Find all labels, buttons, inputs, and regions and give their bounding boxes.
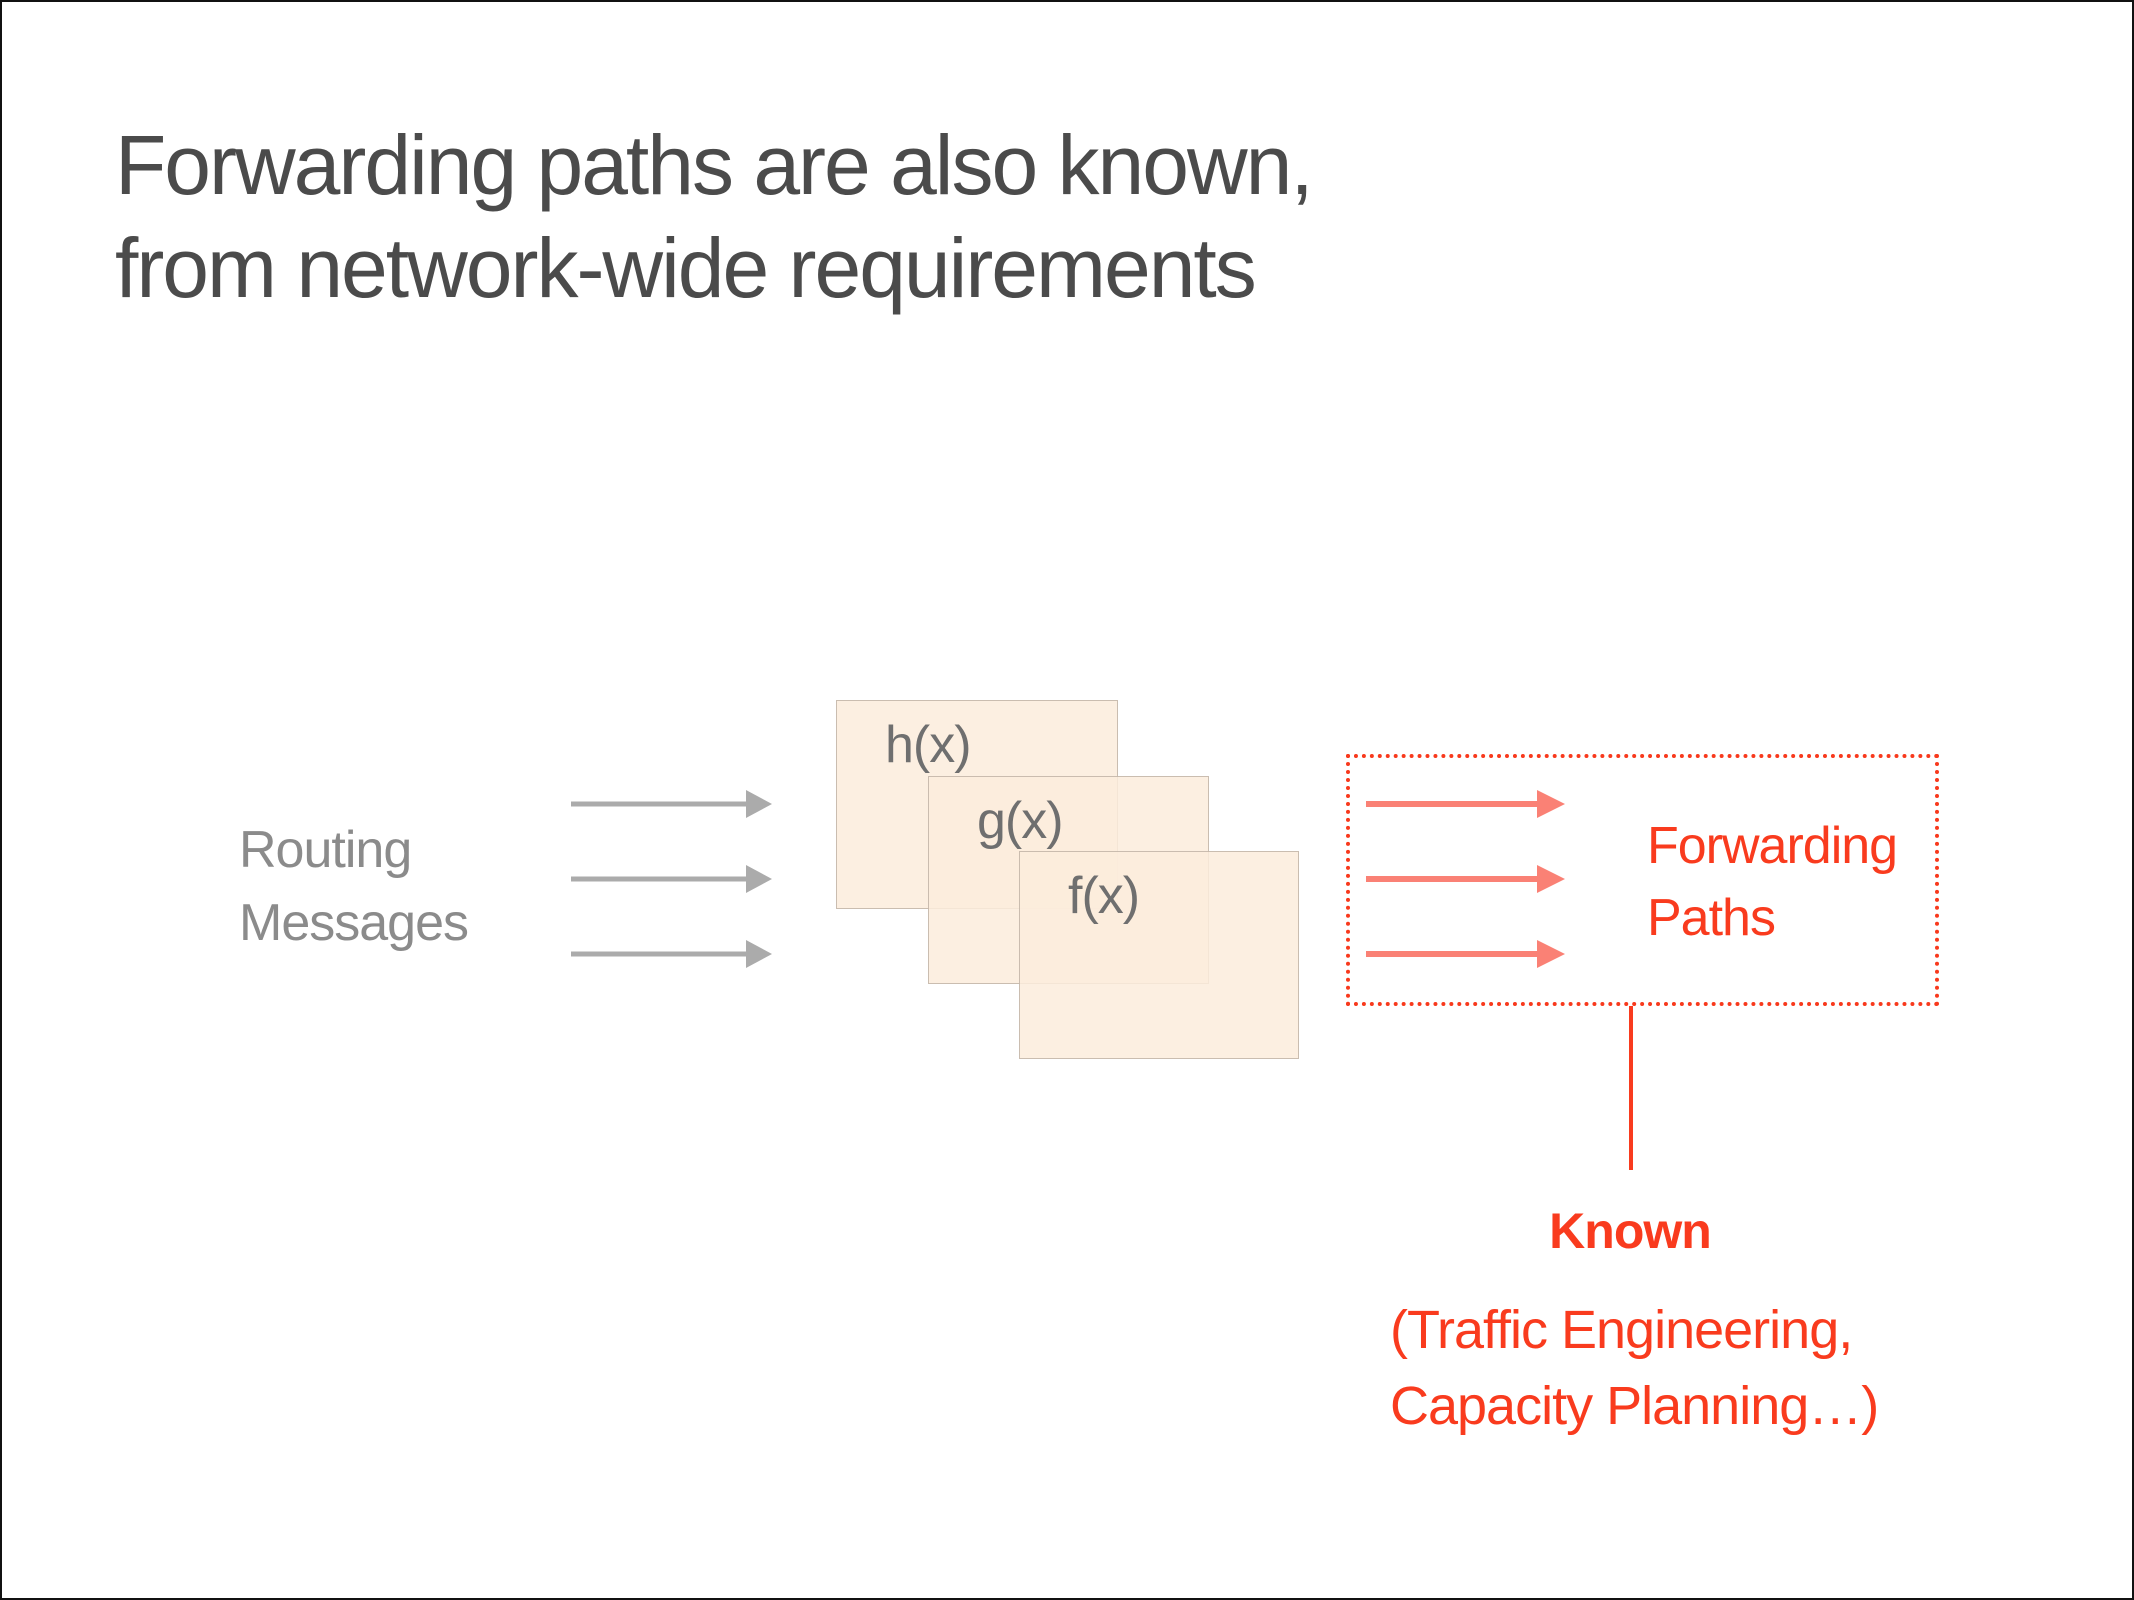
callout-connector-line [1629, 1006, 1633, 1170]
forwarding-paths-line1: Forwarding [1647, 817, 1898, 875]
forwarding-arrow-2 [1366, 865, 1565, 893]
forwarding-paths-line2: Paths [1647, 889, 1776, 947]
slide-title-line1: Forwarding paths are also known, [115, 118, 1314, 212]
arrow-head-icon [1537, 940, 1565, 968]
arrow-head-icon [1537, 865, 1565, 893]
arrow-head-icon [746, 865, 772, 893]
routing-messages-line1: Routing [239, 821, 412, 879]
function-box-h-label: h(x) [885, 716, 972, 774]
arrow-shaft [571, 951, 746, 957]
forwarding-arrow-1 [1366, 790, 1565, 818]
function-box-f-label: f(x) [1068, 867, 1140, 925]
arrow-shaft [571, 801, 746, 807]
function-box-f: f(x) [1019, 851, 1299, 1059]
routing-arrow-1 [571, 790, 772, 818]
routing-messages-line2: Messages [239, 894, 469, 952]
arrow-head-icon [746, 940, 772, 968]
routing-arrow-2 [571, 865, 772, 893]
routing-arrow-3 [571, 940, 772, 968]
arrow-shaft [1366, 951, 1537, 957]
forwarding-paths-dotted-box [1346, 754, 1939, 1006]
known-heading: Known [1549, 1203, 1712, 1259]
arrow-head-icon [1537, 790, 1565, 818]
known-detail: (Traffic Engineering, Capacity Planning…… [1390, 1292, 1879, 1444]
arrow-head-icon [746, 790, 772, 818]
arrow-shaft [1366, 801, 1537, 807]
slide-title-line2: from network-wide requirements [115, 221, 1257, 315]
arrow-shaft [571, 876, 746, 882]
routing-messages-label: Routing Messages [239, 814, 469, 960]
slide-title: Forwarding paths are also known, from ne… [115, 114, 1314, 320]
forwarding-paths-label: Forwarding Paths [1647, 810, 1898, 954]
arrow-shaft [1366, 876, 1537, 882]
known-detail-line1: (Traffic Engineering, [1390, 1300, 1853, 1360]
forwarding-arrow-3 [1366, 940, 1565, 968]
known-detail-line2: Capacity Planning…) [1390, 1376, 1879, 1436]
function-box-g-label: g(x) [977, 792, 1064, 850]
